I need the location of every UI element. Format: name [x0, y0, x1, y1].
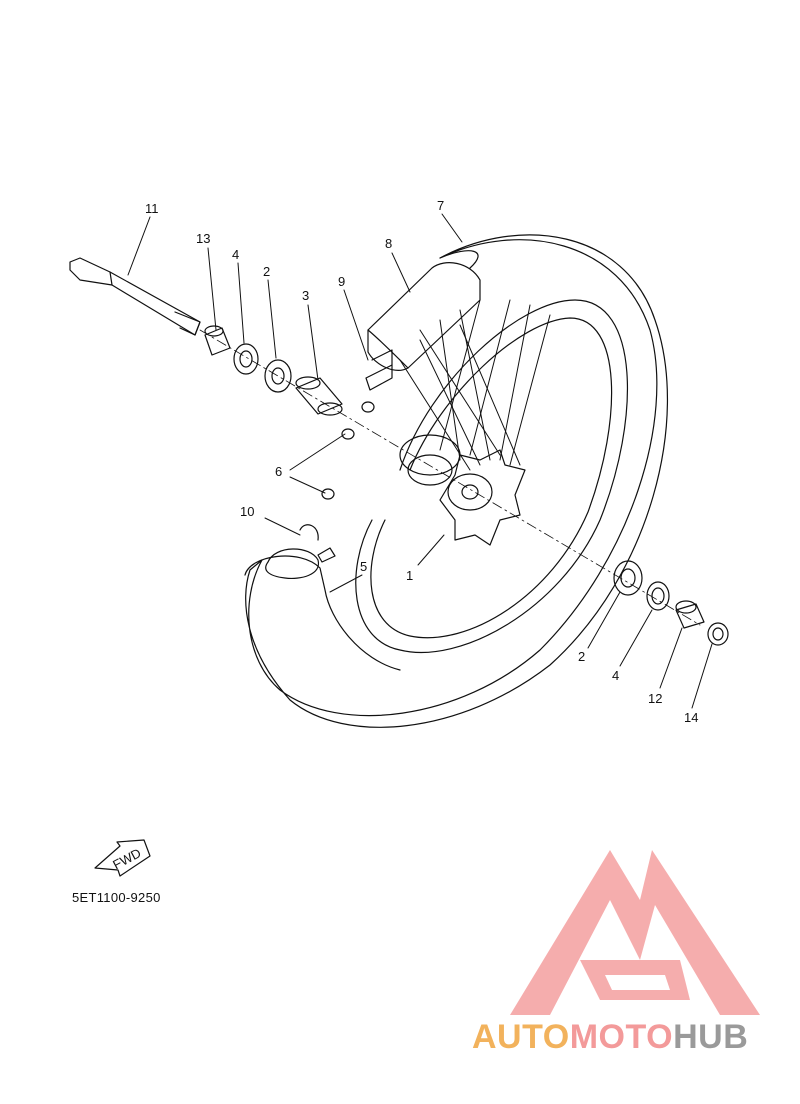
valve-stem-protector	[365, 349, 393, 391]
oil-seal-right	[646, 581, 670, 611]
leader-lines	[127, 213, 713, 709]
watermark-logo-icon	[510, 850, 760, 1015]
bearing-left	[264, 359, 292, 393]
callout-14: 14	[684, 710, 698, 725]
inner-tube-valve	[265, 524, 336, 580]
axle-centerline	[199, 329, 701, 626]
callout-labels: 11 13 4 2 3 9 8 7 6 10 5 1 2 4 12 14 FWD	[110, 198, 698, 872]
collar-12	[675, 600, 705, 629]
rim	[355, 299, 629, 654]
callout-10: 10	[240, 504, 254, 519]
bolts	[321, 401, 375, 500]
callout-4: 4	[232, 247, 239, 262]
callout-13: 13	[196, 231, 210, 246]
spokes	[399, 299, 551, 471]
oil-seal-left	[233, 343, 259, 375]
front-axle	[69, 257, 201, 336]
axle-nut	[707, 622, 729, 646]
callout-9: 9	[338, 274, 345, 289]
callout-4b: 4	[612, 668, 619, 683]
watermark-auto: AUTO	[472, 1018, 570, 1056]
spacer	[295, 376, 343, 416]
callout-1: 1	[406, 568, 413, 583]
callout-7: 7	[437, 198, 444, 213]
callout-3: 3	[302, 288, 309, 303]
callout-5: 5	[360, 559, 367, 574]
fwd-arrow-icon	[94, 839, 151, 877]
watermark-hub: HUB	[673, 1018, 749, 1056]
callout-2: 2	[263, 264, 270, 279]
callout-2b: 2	[578, 649, 585, 664]
callout-8: 8	[385, 236, 392, 251]
watermark-moto: MOTO	[569, 1018, 674, 1056]
tire	[244, 234, 669, 728]
callout-12: 12	[648, 691, 662, 706]
hub	[399, 434, 526, 546]
watermark-text: AUTOMOTOHUB	[472, 1018, 748, 1057]
callout-6: 6	[275, 464, 282, 479]
fwd-label: FWD	[110, 845, 143, 872]
callout-11: 11	[145, 201, 159, 216]
diagram-code: 5ET1100-9250	[72, 890, 161, 905]
